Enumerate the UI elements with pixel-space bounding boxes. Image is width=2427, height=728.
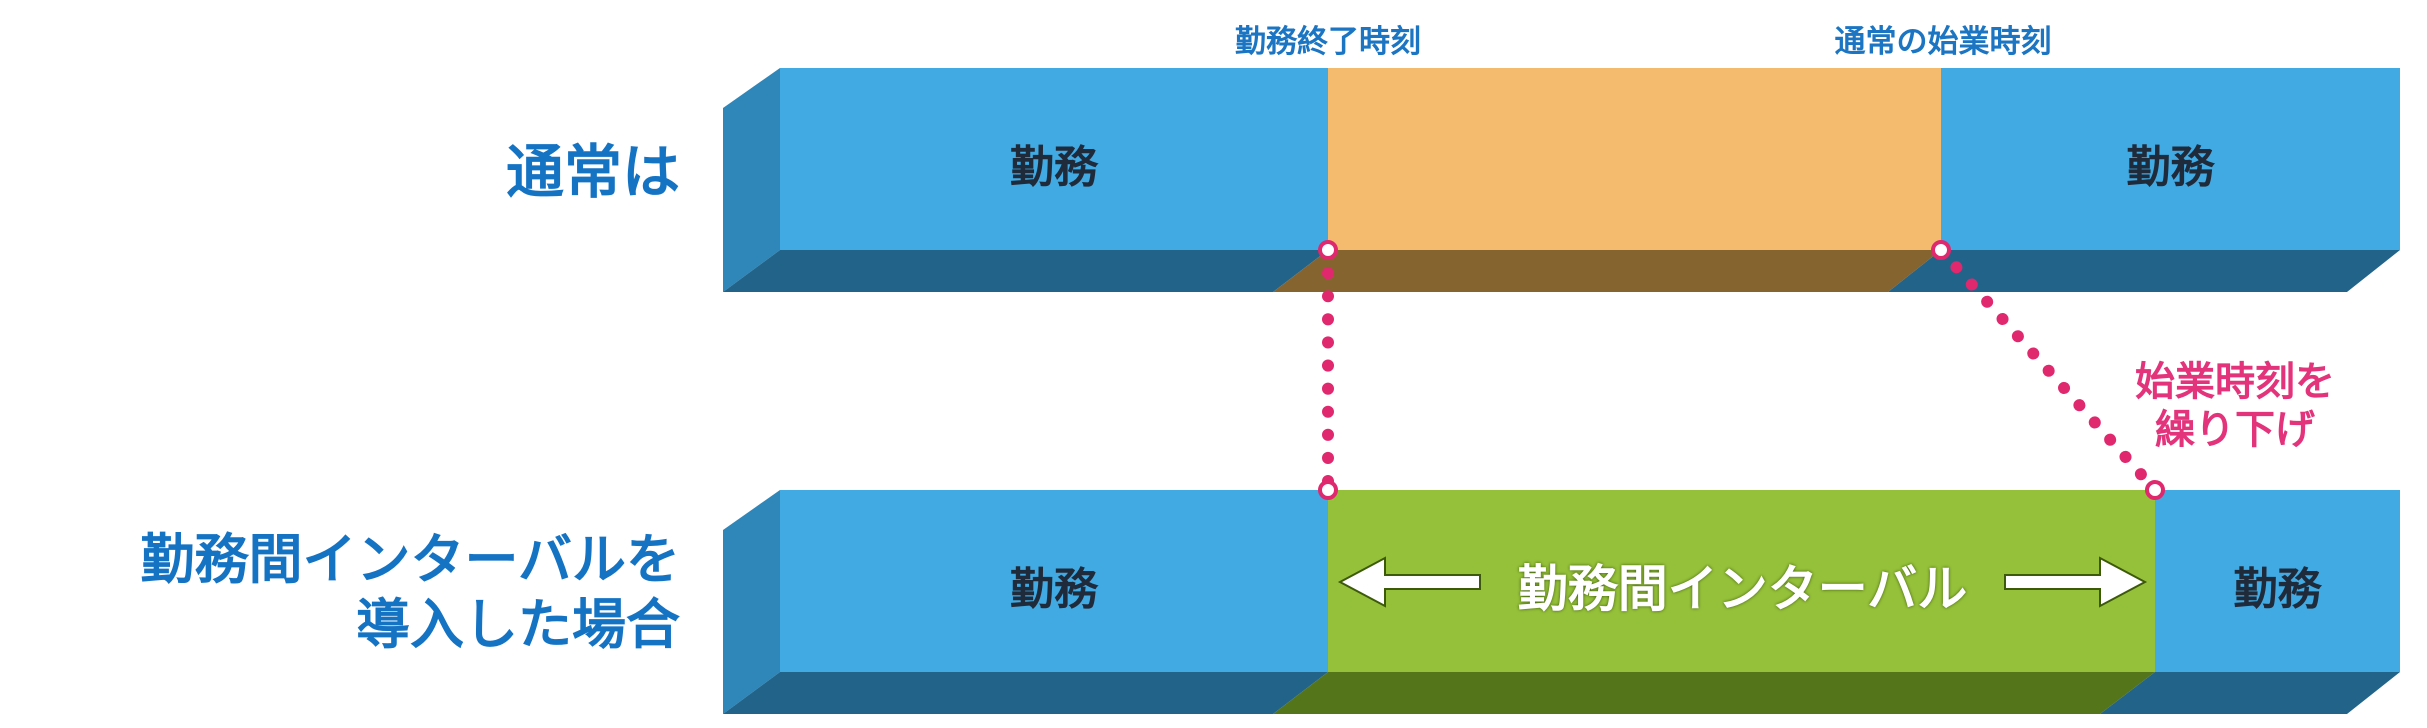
- work-bottom-face: [723, 672, 1328, 714]
- work-label: 勤務: [2126, 142, 2215, 193]
- normal-timeline-bar: [723, 68, 2400, 292]
- row-label-interval: 勤務間インターバルを 導入した場合: [20, 528, 680, 658]
- interval-label: 勤務間インターバル: [1517, 560, 1968, 618]
- diagonal-dotted-line: [1935, 244, 2161, 496]
- marker-dot: [2145, 480, 2165, 500]
- bar-end-face-left: [723, 68, 780, 292]
- left-arrow: [1337, 556, 1481, 608]
- bar-end-face-left: [723, 490, 780, 714]
- note-line2: 繰り下げ: [2155, 407, 2315, 453]
- work-block-left: [780, 68, 1328, 250]
- work-label: 勤務: [2233, 564, 2322, 615]
- right-arrow: [2004, 556, 2148, 608]
- row-label-interval-line1: 勤務間インターバルを: [140, 528, 680, 591]
- work-bottom-face: [723, 250, 1328, 292]
- work-end-time-label: 勤務終了時刻: [1235, 24, 1421, 60]
- normal-start-time-label: 通常の始業時刻: [1834, 24, 2052, 60]
- work-block-left: [780, 490, 1328, 672]
- interval-timeline-bar: [723, 490, 2400, 714]
- start-time-deferred-note: 始業時刻を 繰り下げ: [2095, 358, 2375, 454]
- work-label: 勤務: [1010, 142, 1098, 193]
- dotted-connectors: [1318, 240, 2165, 500]
- rest-block: [1328, 68, 1941, 250]
- work-block-right: [2155, 490, 2400, 672]
- marker-dot: [1931, 240, 1951, 260]
- work-label: 勤務: [1010, 564, 1098, 615]
- row-label-interval-line2: 導入した場合: [356, 592, 680, 656]
- marker-dot: [1318, 240, 1338, 260]
- interval-bottom-face: [1273, 672, 2155, 714]
- marker-dot: [1318, 480, 1338, 500]
- work-bottom-face-right: [1888, 250, 2400, 292]
- work-block-right: [1941, 68, 2400, 250]
- interval-arrows: [1337, 556, 2148, 608]
- work-bottom-face-right: [2100, 672, 2400, 714]
- row-label-normal: 通常は: [505, 138, 680, 206]
- note-line1: 始業時刻を: [2135, 359, 2335, 405]
- rest-bottom-face: [1273, 250, 1941, 292]
